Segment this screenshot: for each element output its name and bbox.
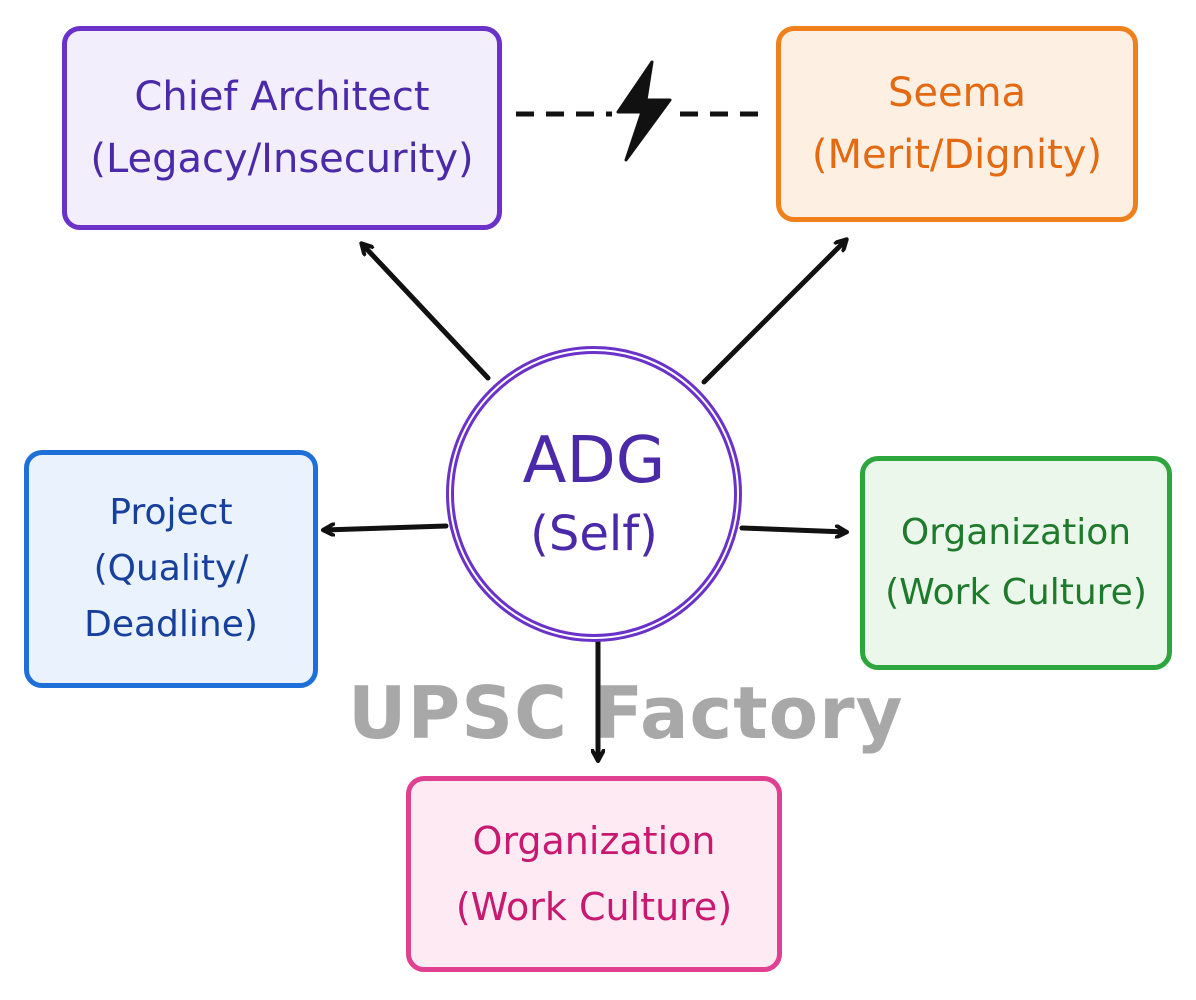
project-subtitle-line2: Deadline) bbox=[84, 604, 258, 645]
organization-right-subtitle: (Work Culture) bbox=[885, 572, 1147, 613]
center-title: ADG bbox=[522, 424, 666, 498]
organization-bottom-subtitle: (Work Culture) bbox=[455, 885, 733, 929]
arrow-to-chief-architect bbox=[362, 244, 491, 381]
chief-architect-node: Chief Architect (Legacy/Insecurity) bbox=[62, 26, 502, 230]
project-node: Project (Quality/ Deadline) bbox=[24, 450, 318, 688]
arrow-to-project bbox=[324, 526, 449, 530]
lightning-bolt-icon bbox=[616, 60, 672, 162]
organization-bottom-node: Organization (Work Culture) bbox=[406, 776, 782, 972]
seema-subtitle: (Merit/Dignity) bbox=[811, 132, 1103, 178]
project-title: Project bbox=[109, 492, 233, 533]
chief-architect-subtitle: (Legacy/Insecurity) bbox=[90, 136, 474, 182]
watermark-text: UPSC Factory bbox=[348, 671, 904, 755]
seema-title: Seema bbox=[887, 70, 1027, 116]
chief-architect-title: Chief Architect bbox=[134, 74, 430, 120]
arrow-to-organization-right bbox=[739, 528, 846, 532]
organization-bottom-title: Organization bbox=[472, 819, 716, 863]
arrow-to-seema bbox=[701, 240, 846, 385]
project-subtitle-line1: (Quality/ bbox=[93, 548, 249, 589]
adg-center-node: ADG (Self) bbox=[446, 346, 742, 642]
organization-right-title: Organization bbox=[900, 512, 1132, 553]
organization-right-node: Organization (Work Culture) bbox=[860, 456, 1172, 670]
center-subtitle: (Self) bbox=[530, 506, 658, 562]
seema-node: Seema (Merit/Dignity) bbox=[776, 26, 1138, 222]
